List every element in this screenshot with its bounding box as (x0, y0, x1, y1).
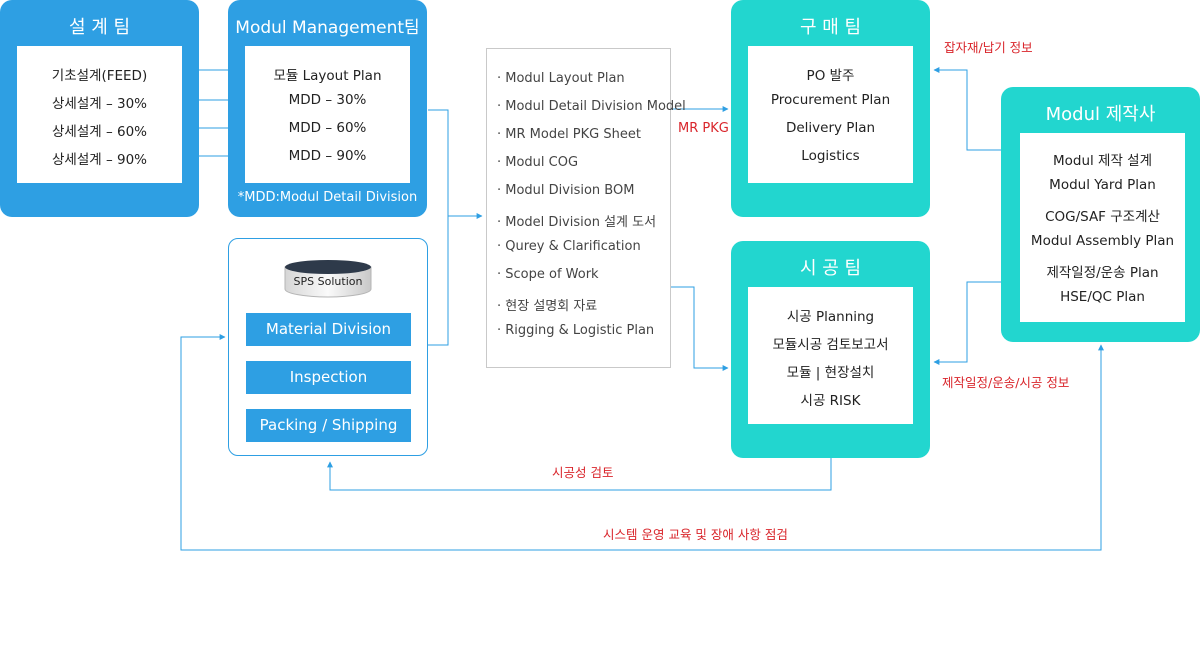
deliverable-item: · MR Model PKG Sheet (497, 127, 641, 142)
modul-management-item: 모듈 Layout Plan (273, 68, 382, 84)
packing-shipping-bar: Packing / Shipping (246, 409, 411, 442)
system-training-label: 시스템 운영 교육 및 장애 사항 점검 (603, 527, 788, 542)
purchase-item: Procurement Plan (770, 92, 891, 108)
arrow-fab-to-purchase (933, 67, 1002, 151)
deliverables-list: · Modul Layout Plan · Modul Detail Divis… (486, 48, 686, 368)
fabricator-item: Modul Assembly Plan (1030, 233, 1175, 249)
deliverable-item: · Scope of Work (497, 267, 599, 282)
fabricator-panel: Modul 제작 설계 Modul Yard Plan COG/SAF 구조계산… (1020, 133, 1185, 322)
sps-solution-box: SPS Solution Material Division Inspectio… (228, 238, 428, 456)
modul-management-item: MDD – 60% (288, 120, 367, 136)
construction-team-box: 시 공 팀 시공 Planning 모듈시공 검토보고서 모듈 | 현장설치 시… (731, 241, 930, 458)
design-item: 상세설계 – 90% (51, 152, 148, 168)
fabricator-item: COG/SAF 구조계산 (1045, 209, 1160, 225)
fabricator-item: 제작일정/운송 Plan (1046, 265, 1159, 281)
construction-item: 모듈시공 검토보고서 (772, 337, 889, 353)
material-division-bar: Material Division (246, 313, 411, 346)
fabricator-item: HSE/QC Plan (1060, 289, 1145, 305)
construction-item: 시공 RISK (800, 393, 861, 409)
purchase-item: Logistics (801, 148, 860, 164)
construction-team-title: 시 공 팀 (799, 258, 862, 279)
deliverable-item: · 현장 설명회 자료 (497, 299, 598, 314)
deliverable-item: · Qurey & Clarification (497, 239, 641, 254)
construction-item: 모듈 | 현장설치 (786, 365, 875, 381)
design-item: 기초설계(FEED) (51, 68, 148, 84)
purchase-team-box: 구 매 팀 PO 발주 Procurement Plan Delivery Pl… (731, 0, 930, 217)
bracket-to-deliverables (428, 109, 449, 346)
design-item: 상세설계 – 30% (51, 96, 148, 112)
fabricator-box: Modul 제작사 Modul 제작 설계 Modul Yard Plan CO… (1001, 87, 1200, 342)
deliverable-item: · Modul Detail Division Model (497, 99, 686, 114)
purchase-item: PO 발주 (806, 68, 855, 84)
fabricator-item: Modul Yard Plan (1049, 177, 1156, 193)
design-team-title: 설 계 팀 (68, 17, 131, 38)
modul-management-item: MDD – 90% (288, 148, 367, 164)
material-info-label: 잡자재/납기 정보 (944, 40, 1033, 55)
modul-management-panel: 모듈 Layout Plan MDD – 30% MDD – 60% MDD –… (245, 46, 410, 183)
inspection-bar: Inspection (246, 361, 411, 394)
database-icon (284, 260, 372, 298)
sps-solution-label: SPS Solution (293, 275, 363, 288)
purchase-team-panel: PO 발주 Procurement Plan Delivery Plan Log… (748, 46, 913, 183)
deliverable-item: · Modul COG (497, 155, 579, 170)
design-team-panel: 기초설계(FEED) 상세설계 – 30% 상세설계 – 60% 상세설계 – … (17, 46, 182, 183)
modul-management-item: MDD – 30% (288, 92, 367, 108)
schedule-info-label: 제작일정/운송/시공 정보 (942, 375, 1070, 390)
deliverable-item: · Model Division 설계 도서 (497, 215, 657, 230)
fabricator-item: Modul 제작 설계 (1052, 153, 1153, 169)
constructability-label: 시공성 검토 (552, 465, 614, 480)
arrow-fab-to-construction (933, 281, 1002, 365)
mdd-note: *MDD:Modul Detail Division (237, 190, 418, 205)
modul-management-title: Modul Management팀 (235, 18, 420, 38)
arrow-constructability (327, 458, 832, 491)
purchase-item: Delivery Plan (785, 120, 876, 136)
construction-item: 시공 Planning (786, 309, 875, 325)
deliverable-item: · Rigging & Logistic Plan (497, 323, 655, 338)
arrow-to-construction (670, 286, 729, 371)
fabricator-title: Modul 제작사 (1045, 104, 1156, 125)
modul-management-team-box: Modul Management팀 모듈 Layout Plan MDD – 3… (228, 0, 427, 217)
design-item: 상세설계 – 60% (51, 124, 148, 140)
arrow-system-training (180, 334, 1104, 551)
construction-team-panel: 시공 Planning 모듈시공 검토보고서 모듈 | 현장설치 시공 RISK (748, 287, 913, 424)
mr-pkg-label: MR PKG (678, 121, 729, 136)
deliverable-item: · Modul Division BOM (497, 183, 635, 198)
deliverable-item: · Modul Layout Plan (497, 71, 625, 86)
design-team-box: 설 계 팀 기초설계(FEED) 상세설계 – 30% 상세설계 – 60% 상… (0, 0, 199, 217)
purchase-team-title: 구 매 팀 (799, 17, 862, 38)
